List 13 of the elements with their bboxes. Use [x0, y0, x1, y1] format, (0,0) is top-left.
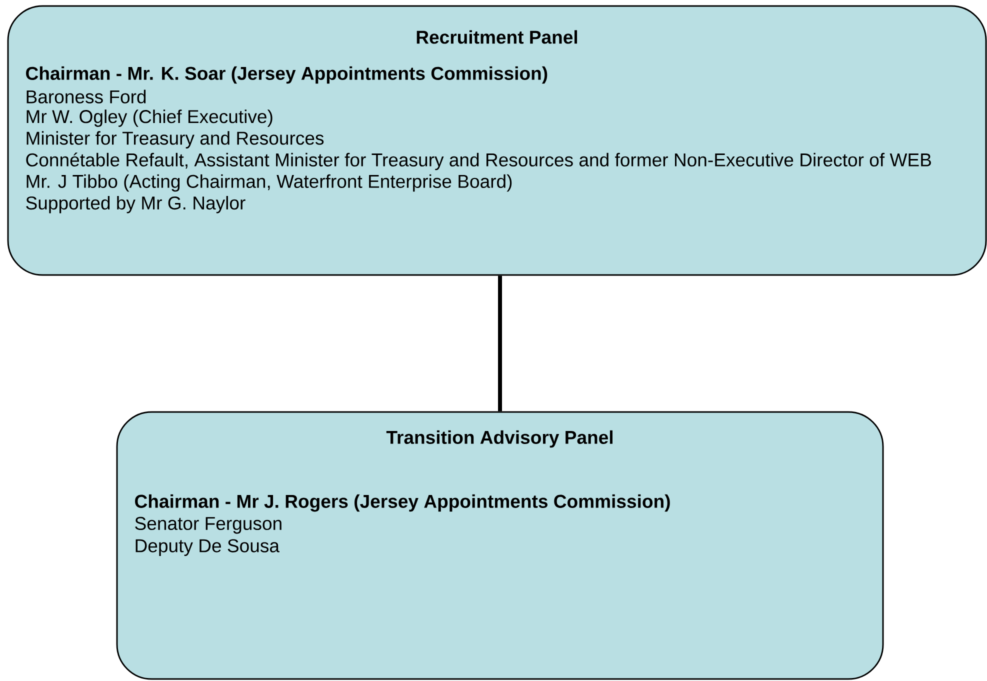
member-line: Senator Ferguson: [135, 516, 282, 534]
member-line: Mr W. Ogley (Chief Executive): [26, 110, 272, 127]
chairman-line: Chairman - Mr J. Rogers (Jersey Appointments Commission): [135, 494, 670, 512]
member-line: Connétable Refault, Assistant Minister for Treasury and Resources and former Non-Executive Director of WEB: [26, 152, 931, 170]
member-line: Baroness Ford: [26, 90, 146, 104]
member-line: Supported by Mr G. Naylor: [26, 196, 246, 214]
panel-heading: Recruitment Panel: [416, 30, 578, 44]
panel-heading: Transition Advisory Panel: [386, 430, 612, 448]
chairman-line: Chairman - Mr. K. Soar (Jersey Appointments Commission): [26, 66, 548, 84]
member-line: Minister for Treasury and Resources: [26, 131, 324, 148]
member-line: Deputy De Sousa: [136, 539, 280, 556]
connector-line: [498, 276, 502, 412]
member-line: Mr. J Tibbo (Acting Chairman, Waterfront Enterprise Board): [26, 174, 512, 192]
